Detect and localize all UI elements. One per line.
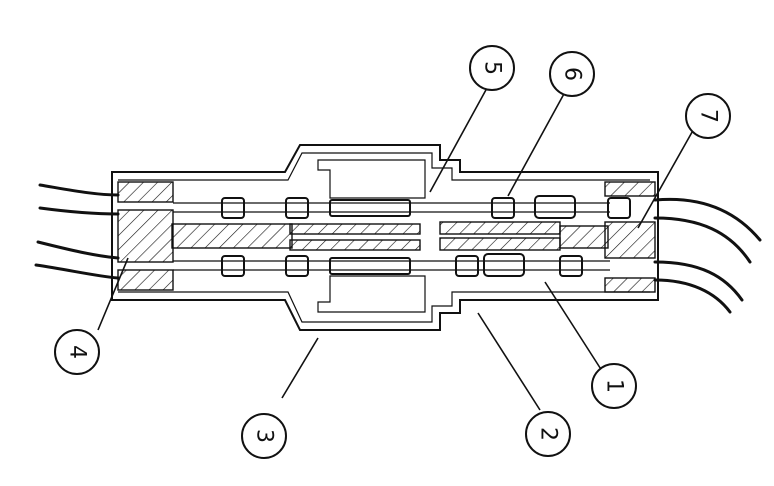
callout-5: 5 xyxy=(469,45,515,91)
left-insert xyxy=(117,181,174,291)
callout-4-label: 4 xyxy=(65,345,90,359)
outer-housing xyxy=(111,144,659,331)
callout-1-label: 1 xyxy=(602,379,627,393)
inner-sleeves xyxy=(317,159,426,313)
callout-6: 6 xyxy=(549,51,595,97)
upper-contacts xyxy=(173,195,631,219)
leader-lines xyxy=(97,87,701,411)
callout-2-label: 2 xyxy=(536,427,561,441)
callout-3-label: 3 xyxy=(252,429,277,443)
callout-7: 7 xyxy=(685,93,731,139)
callout-2: 2 xyxy=(525,411,571,457)
callout-1: 1 xyxy=(591,363,637,409)
callout-5-label: 5 xyxy=(480,61,505,75)
right-cables xyxy=(653,197,762,314)
central-insert xyxy=(171,221,609,251)
right-insert xyxy=(604,181,656,293)
callout-7-label: 7 xyxy=(696,109,721,123)
left-cables xyxy=(34,183,120,280)
callout-3: 3 xyxy=(241,413,287,459)
callout-4: 4 xyxy=(54,329,100,375)
callout-6-label: 6 xyxy=(560,67,585,81)
lower-contacts xyxy=(173,253,610,277)
